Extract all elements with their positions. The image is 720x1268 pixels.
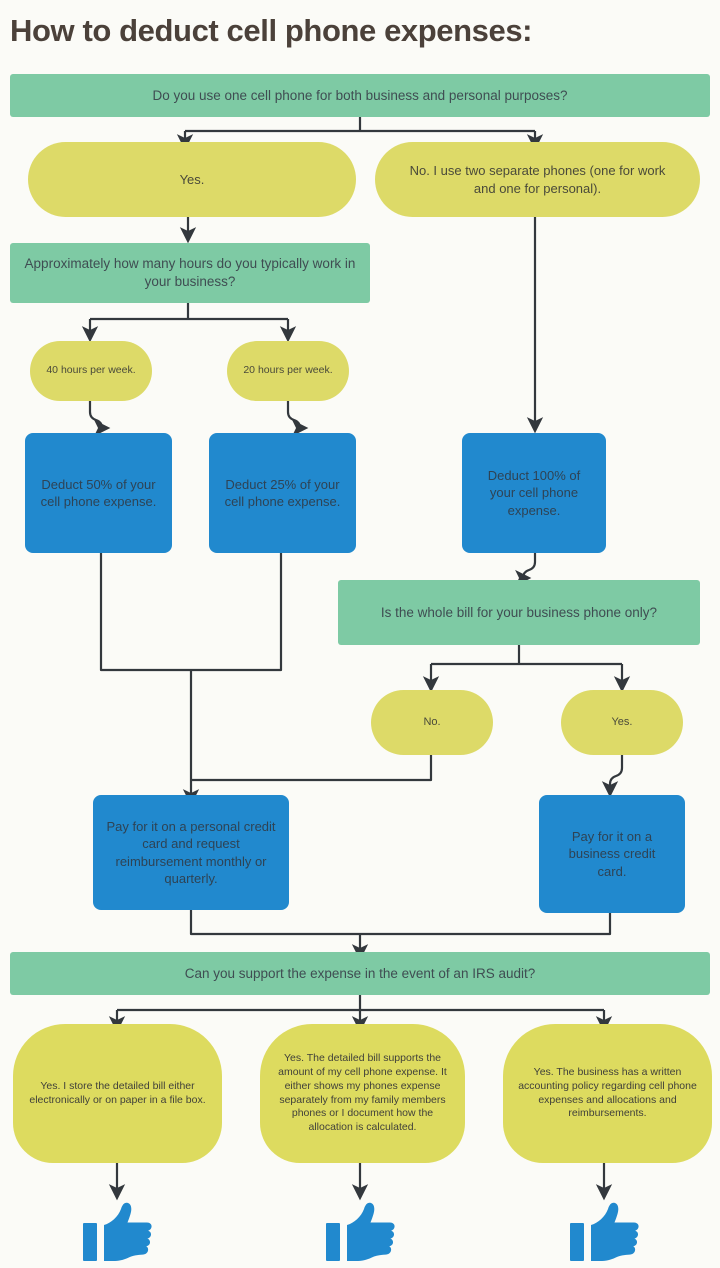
answer-written-accounting-policy[interactable]: Yes. The business has a written accounti… xyxy=(503,1024,712,1163)
action-pay-personal-card[interactable]: Pay for it on a personal credit card and… xyxy=(93,795,289,910)
action-pay-business-card[interactable]: Pay for it on a business credit card. xyxy=(539,795,685,913)
answer-bill-yes[interactable]: Yes. xyxy=(561,690,683,755)
question-whole-bill[interactable]: Is the whole bill for your business phon… xyxy=(338,580,700,645)
question-work-hours[interactable]: Approximately how many hours do you typi… xyxy=(10,243,370,303)
answer-yes-one-phone[interactable]: Yes. xyxy=(28,142,356,217)
thumbs-up-icon xyxy=(81,1200,155,1266)
answer-store-detailed-bill[interactable]: Yes. I store the detailed bill either el… xyxy=(13,1024,222,1163)
answer-detailed-bill-supports[interactable]: Yes. The detailed bill supports the amou… xyxy=(260,1024,465,1163)
action-deduct-25[interactable]: Deduct 25% of your cell phone expense. xyxy=(209,433,356,553)
answer-40-hours[interactable]: 40 hours per week. xyxy=(30,341,152,401)
thumbs-up-icon xyxy=(568,1200,642,1266)
action-deduct-100[interactable]: Deduct 100% of your cell phone expense. xyxy=(462,433,606,553)
answer-no-two-phones[interactable]: No. I use two separate phones (one for w… xyxy=(375,142,700,217)
page-title: How to deduct cell phone expenses: xyxy=(10,13,533,48)
answer-20-hours[interactable]: 20 hours per week. xyxy=(227,341,349,401)
thumbs-up-icon xyxy=(324,1200,398,1266)
question-irs-audit[interactable]: Can you support the expense in the event… xyxy=(10,952,710,995)
question-one-phone[interactable]: Do you use one cell phone for both busin… xyxy=(10,74,710,117)
answer-bill-no[interactable]: No. xyxy=(371,690,493,755)
action-deduct-50[interactable]: Deduct 50% of your cell phone expense. xyxy=(25,433,172,553)
